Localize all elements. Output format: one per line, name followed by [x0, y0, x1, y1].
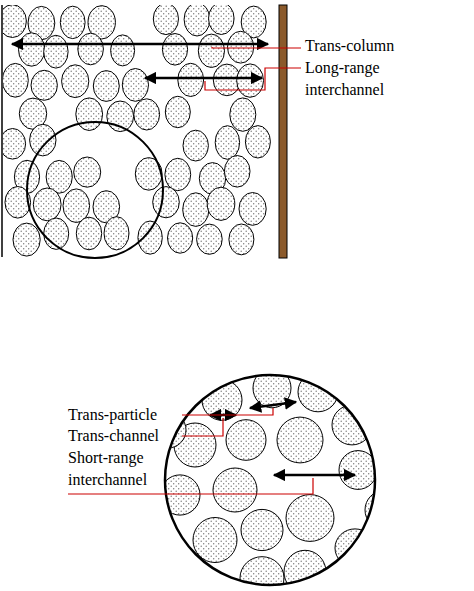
particle — [122, 69, 148, 102]
particle — [178, 63, 204, 96]
particle — [226, 420, 266, 461]
particle — [184, 5, 210, 36]
particle — [104, 217, 129, 250]
callout-label: Short-range interchannel — [68, 447, 163, 491]
particle — [31, 70, 57, 100]
particle — [197, 224, 223, 254]
particle — [207, 187, 235, 220]
leader-line — [205, 68, 301, 90]
particle — [3, 129, 26, 160]
particle — [237, 64, 264, 97]
particle — [335, 529, 375, 567]
particle — [193, 518, 237, 563]
column-wall — [279, 5, 287, 258]
callout-label: Long-range interchannel — [305, 57, 405, 101]
particle — [277, 417, 323, 463]
particle — [300, 330, 340, 369]
distance-arrow — [274, 474, 355, 477]
particle — [30, 124, 56, 156]
particle — [62, 65, 89, 98]
particle — [162, 34, 187, 66]
distance-arrow — [145, 77, 262, 80]
particle — [286, 495, 334, 542]
leader-line — [182, 408, 273, 415]
particle — [228, 31, 254, 63]
particle — [74, 157, 101, 187]
particle — [153, 187, 180, 218]
particle — [44, 35, 68, 68]
particle — [165, 158, 191, 190]
particle — [239, 193, 266, 226]
particle — [224, 156, 250, 188]
particle — [3, 63, 28, 97]
particle — [111, 35, 135, 66]
particle — [215, 126, 239, 160]
zoom-circle — [165, 375, 375, 585]
particle — [134, 99, 160, 130]
particle — [76, 217, 101, 250]
zoom-circle — [27, 122, 163, 258]
particle — [93, 71, 119, 102]
particle — [3, 5, 26, 38]
particle — [241, 509, 283, 550]
particle — [165, 96, 190, 127]
leader-line — [182, 418, 223, 436]
particle — [213, 468, 257, 512]
particle — [183, 130, 208, 161]
particle — [245, 126, 270, 158]
callout-label: Trans-particle — [68, 404, 178, 426]
particle — [284, 550, 326, 591]
particle — [230, 98, 256, 131]
leader-line — [212, 47, 301, 48]
column-wall — [1, 5, 3, 257]
particle — [153, 5, 178, 35]
particle — [209, 5, 235, 35]
particle — [168, 223, 193, 253]
particle — [76, 98, 103, 131]
particle — [33, 188, 61, 221]
callout-label: Trans-channel — [68, 425, 178, 447]
particle — [19, 33, 45, 66]
particle — [198, 34, 224, 67]
distance-arrow — [250, 402, 296, 408]
particle — [78, 33, 104, 65]
callout-label: Trans-column — [305, 35, 465, 57]
particle — [183, 193, 209, 227]
particle — [138, 221, 162, 254]
particle — [13, 223, 40, 256]
particle — [60, 6, 85, 38]
distance-arrow — [12, 43, 268, 46]
particle — [298, 372, 338, 412]
particle — [229, 224, 254, 255]
